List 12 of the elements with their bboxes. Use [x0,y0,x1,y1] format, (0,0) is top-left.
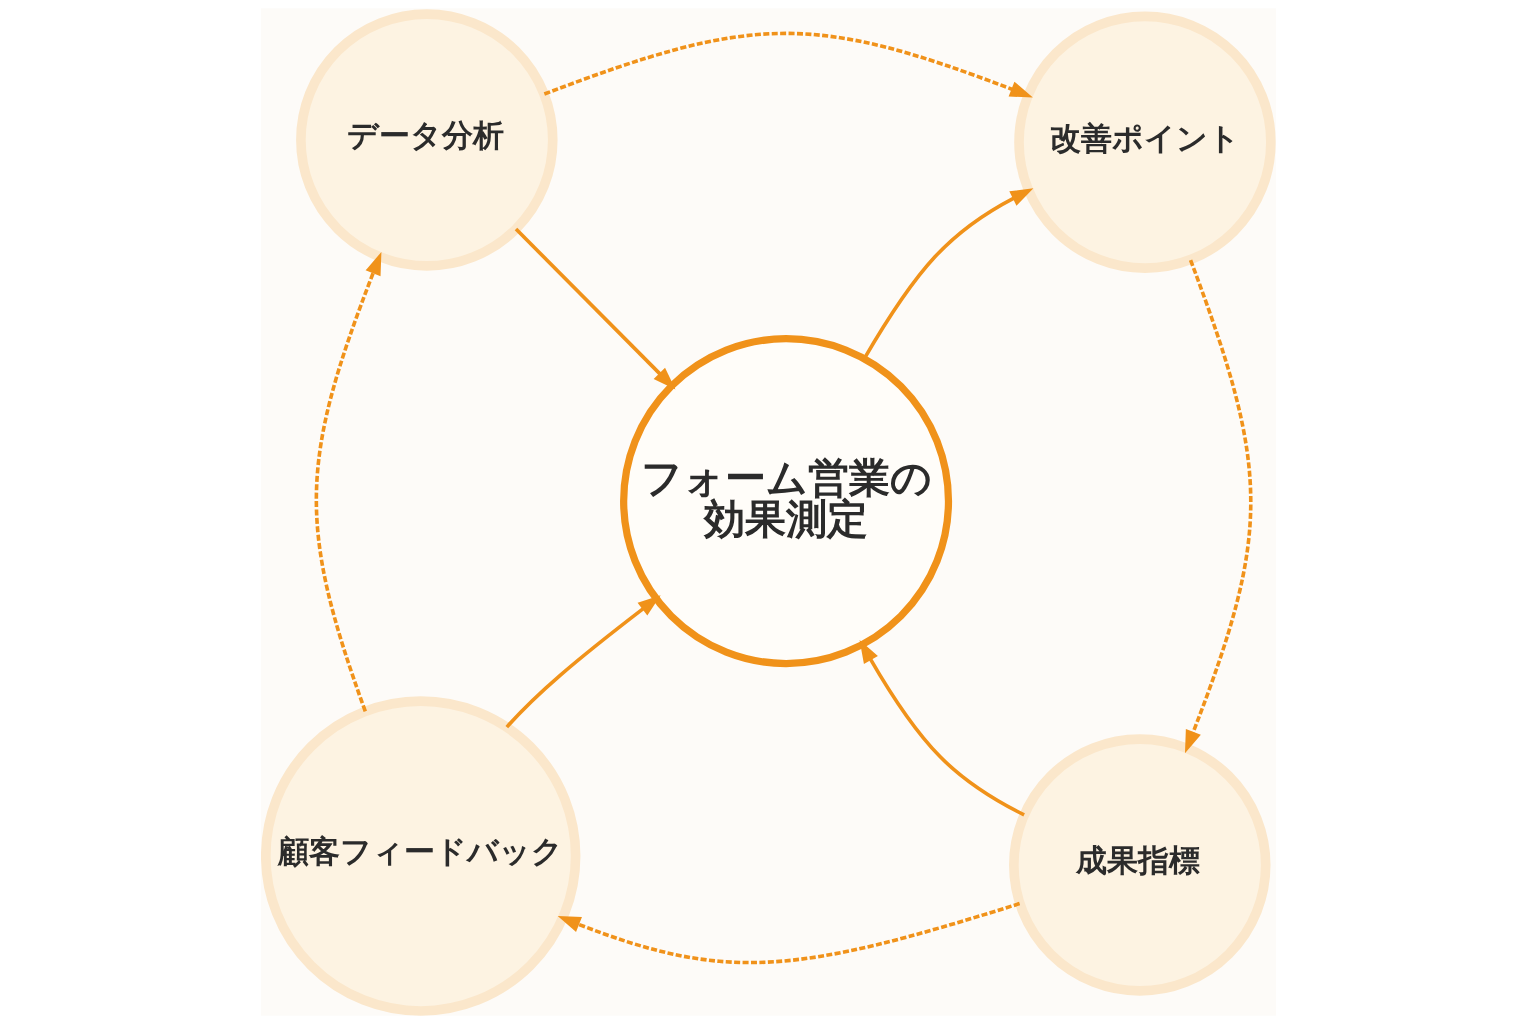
node-circle: フォーム営業の効果測定 [619,335,952,668]
arrow [314,251,381,712]
arrow [859,639,1025,817]
arrow [1184,259,1253,754]
arrow [505,595,661,729]
arrow [557,901,1020,965]
arrow [543,31,1033,98]
arrow [862,188,1033,360]
node-circle: 成果指標 [1008,734,1270,996]
arrow [514,227,675,390]
node-circle: データ分析 [295,9,558,271]
node-circle: 改善ポイント [1013,11,1276,273]
